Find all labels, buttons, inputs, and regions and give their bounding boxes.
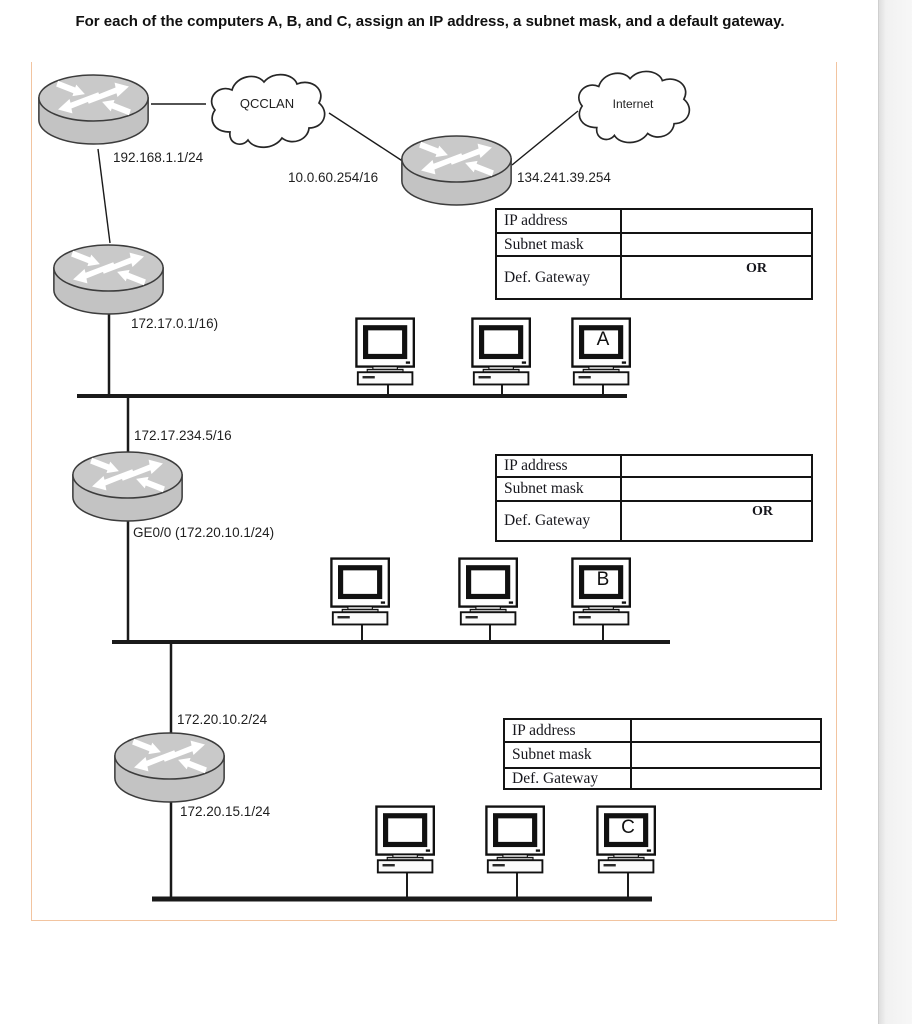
ip-label-lan-a-downlink: 172.17.234.5/16 bbox=[134, 428, 232, 443]
row-label-ip-address: IP address bbox=[497, 456, 622, 476]
def-gateway-blank-cell: OR bbox=[622, 502, 811, 540]
ip-address-blank-cell bbox=[622, 210, 811, 232]
table-row: Subnet mask bbox=[505, 741, 820, 767]
internet-cloud-label: Internet bbox=[612, 97, 654, 111]
ip-address-blank-cell bbox=[632, 720, 820, 741]
link-qcclan-router2 bbox=[328, 112, 405, 163]
router1-icon bbox=[38, 74, 149, 145]
subnet-mask-blank-cell bbox=[632, 743, 820, 767]
ip-label-router1-lan: 192.168.1.1/24 bbox=[113, 150, 204, 165]
row-label-def-gateway: Def. Gateway bbox=[497, 502, 622, 540]
connection-lines bbox=[77, 103, 670, 902]
row-label-subnet-mask: Subnet mask bbox=[497, 478, 622, 500]
row-label-subnet-mask: Subnet mask bbox=[497, 234, 622, 255]
router3-icon bbox=[53, 244, 164, 315]
or-label: OR bbox=[752, 504, 773, 519]
computer-icon bbox=[375, 805, 436, 874]
def-gateway-blank-cell bbox=[632, 769, 820, 788]
config-table-b: IP address Subnet mask Def. Gateway OR bbox=[495, 454, 813, 542]
router5-icon bbox=[114, 732, 225, 803]
diagram-frame bbox=[31, 62, 837, 921]
computer-icon bbox=[485, 805, 546, 874]
computer-a-label: A bbox=[596, 329, 610, 350]
row-label-ip-address: IP address bbox=[497, 210, 622, 232]
table-row: Def. Gateway bbox=[505, 767, 820, 788]
ip-label-router5-lan: 172.20.15.1/24 bbox=[180, 804, 271, 819]
router4-icon bbox=[72, 451, 183, 522]
table-row: Def. Gateway OR bbox=[497, 500, 811, 540]
row-label-subnet-mask: Subnet mask bbox=[505, 743, 632, 767]
def-gateway-blank-cell: OR bbox=[622, 257, 811, 298]
ip-label-router3-lan: 172.17.0.1/16) bbox=[131, 316, 219, 331]
ip-label-router5-uplink: 172.20.10.2/24 bbox=[177, 712, 268, 727]
table-row: Def. Gateway OR bbox=[497, 255, 811, 298]
computer-icon bbox=[330, 557, 391, 626]
qcclan-cloud-label: QCCLAN bbox=[239, 96, 295, 111]
subnet-mask-blank-cell bbox=[622, 478, 811, 500]
subnet-mask-blank-cell bbox=[622, 234, 811, 255]
computer-b-label: B bbox=[596, 569, 610, 590]
ip-label-router4-lan: GE0/0 (172.20.10.1/24) bbox=[133, 525, 275, 540]
table-row: Subnet mask bbox=[497, 476, 811, 500]
page-edge-strip bbox=[878, 0, 912, 1024]
row-label-def-gateway: Def. Gateway bbox=[505, 769, 632, 788]
or-label: OR bbox=[746, 261, 767, 276]
computer-icon bbox=[458, 557, 519, 626]
config-table-a: IP address Subnet mask Def. Gateway OR bbox=[495, 208, 813, 300]
computer-icon bbox=[355, 317, 416, 386]
row-label-def-gateway: Def. Gateway bbox=[497, 257, 622, 298]
table-row: IP address bbox=[497, 456, 811, 476]
table-row: IP address bbox=[497, 210, 811, 232]
page-title: For each of the computers A, B, and C, a… bbox=[75, 13, 785, 30]
ip-label-router2-qcclan: 10.0.60.254/16 bbox=[288, 170, 379, 185]
table-row: Subnet mask bbox=[497, 232, 811, 255]
table-row: IP address bbox=[505, 720, 820, 741]
router2-icon bbox=[401, 135, 512, 206]
config-table-c: IP address Subnet mask Def. Gateway bbox=[503, 718, 822, 790]
computer-icon bbox=[471, 317, 532, 386]
row-label-ip-address: IP address bbox=[505, 720, 632, 741]
link-router2-internet bbox=[511, 110, 579, 166]
computer-c-label: C bbox=[621, 817, 635, 838]
ip-address-blank-cell bbox=[622, 456, 811, 476]
ip-label-router2-internet: 134.241.39.254 bbox=[517, 170, 611, 185]
link-router1-router3 bbox=[97, 148, 111, 244]
